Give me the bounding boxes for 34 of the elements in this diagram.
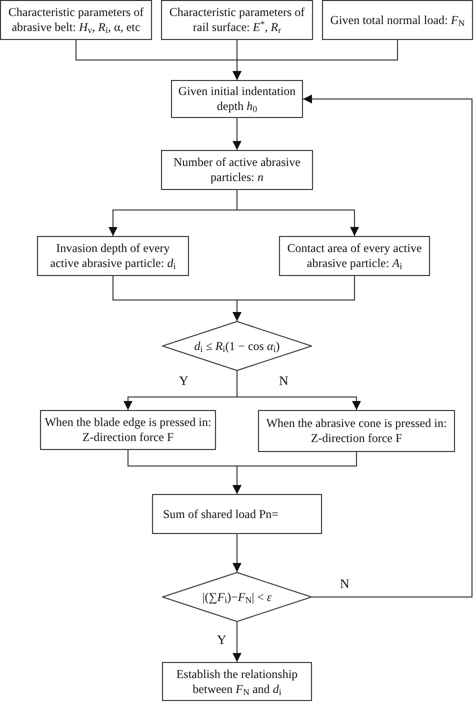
arrow	[302, 94, 472, 598]
node-text: Establish the relationship between F$_{N}$ and d$_{i}$	[175, 666, 299, 696]
node-text: Characteristic parameters of abrasive belt: H$_{v}$, R$_{i}$, α, etc	[7, 5, 145, 35]
node-text: Contact area of every active abrasive particle: A$_{i}$	[286, 241, 423, 271]
arrow	[232, 452, 357, 494]
arrow	[236, 190, 359, 236]
node-text: |(∑F$_{i}$)−F$_{N}$| < ε	[202, 590, 272, 604]
arrow	[236, 370, 361, 410]
decision-diamond	[162, 572, 312, 622]
arrow	[232, 118, 242, 150]
node-text: Given initial indentation depth h$_{0}$	[177, 84, 297, 114]
process-box	[279, 236, 430, 276]
node-text: When the blade edge is pressed in: Z-direction force F	[44, 415, 212, 445]
node-text: Number of active abrasive particles: n	[172, 155, 302, 185]
node-text: Given total normal load: F$_{N}$	[330, 12, 465, 28]
node-text: Invasion depth of every active abrasive particle: d$_{i}$	[49, 241, 177, 271]
process-box	[162, 662, 312, 701]
node-text: Characteristic parameters of rail surface: E$^{*}$, R$_{r}$	[168, 5, 306, 35]
process-box	[0, 0, 152, 40]
process-box	[161, 0, 313, 40]
node-text: d$_{i}$ ≤ R$_{i}$(1 − cos α$_{i}$)	[194, 338, 280, 354]
decision-diamond	[162, 321, 312, 371]
arrow	[232, 534, 242, 572]
process-box	[37, 236, 189, 276]
arrow	[232, 622, 242, 662]
process-box	[152, 494, 322, 534]
node-text: When the abrasive cone is pressed in: Z-direction force F	[265, 416, 448, 446]
process-box	[258, 410, 455, 452]
arrow	[232, 276, 355, 322]
process-box	[161, 150, 313, 190]
node-text: Sum of shared load Pn=	[163, 506, 278, 522]
arrow	[232, 40, 398, 80]
process-box	[171, 80, 303, 118]
process-box	[322, 0, 473, 40]
